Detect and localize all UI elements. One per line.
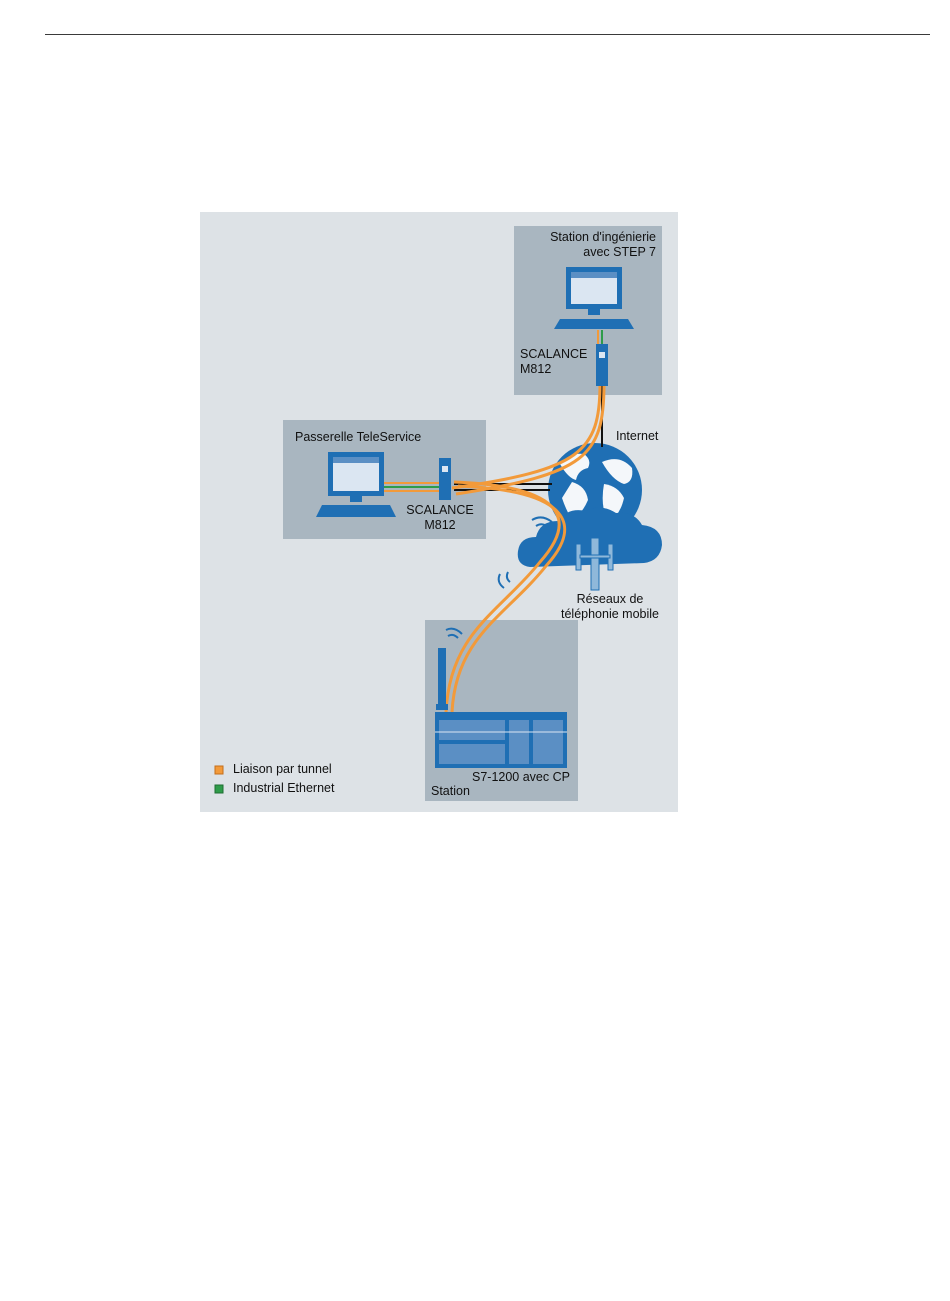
legend-tunnel-label: Liaison par tunnel xyxy=(233,762,332,777)
computer-icon xyxy=(316,452,396,517)
legend-tunnel-swatch xyxy=(215,766,223,774)
internet-label: Internet xyxy=(616,429,658,444)
header-rule xyxy=(45,34,930,35)
gateway-title: Passerelle TeleService xyxy=(295,430,421,445)
engineering-station-title: Station d'ingénierie avec STEP 7 xyxy=(520,230,656,260)
station-label: Station xyxy=(431,784,470,799)
network-diagram: Station d'ingénierie avec STEP 7 SCALANC… xyxy=(200,212,678,812)
router-icon xyxy=(596,344,608,386)
router-icon xyxy=(439,458,451,500)
engineering-router-label: SCALANCE M812 xyxy=(520,347,587,377)
legend-ethernet-swatch xyxy=(215,785,223,793)
plc-icon xyxy=(435,712,567,768)
mobile-network-label: Réseaux de téléphonie mobile xyxy=(550,592,670,622)
engineering-ethernet xyxy=(598,330,602,344)
plc-label: S7-1200 avec CP xyxy=(472,770,570,785)
gateway-ethernet xyxy=(378,483,440,491)
legend-ethernet-label: Industrial Ethernet xyxy=(233,781,334,796)
computer-icon xyxy=(554,267,634,329)
gateway-router-label: SCALANCE M812 xyxy=(398,503,482,533)
